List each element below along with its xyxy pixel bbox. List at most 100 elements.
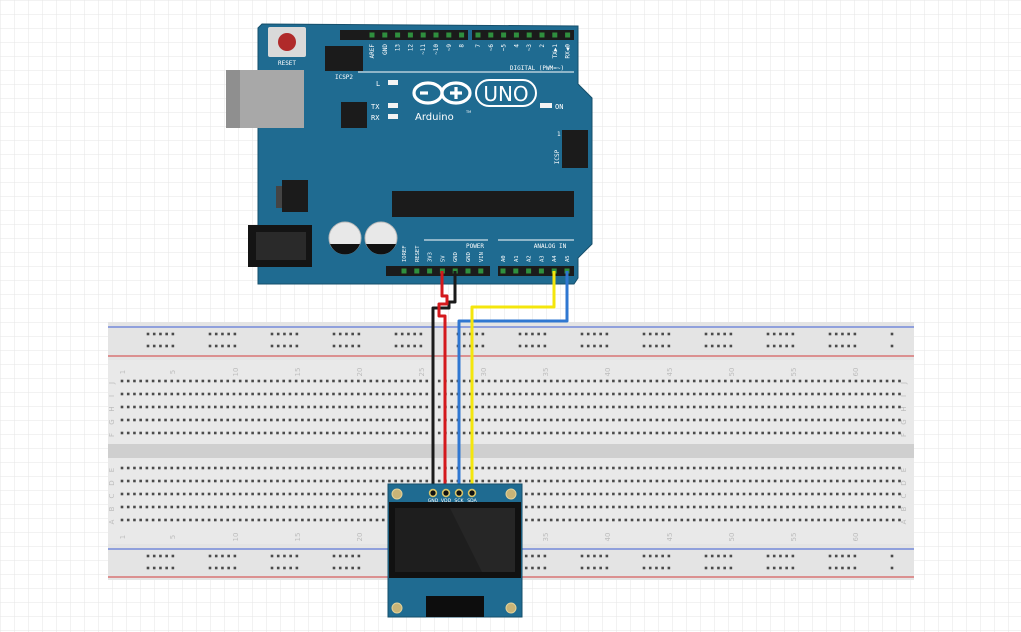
oled-pin-gnd[interactable] xyxy=(428,488,438,498)
breadboard-hole xyxy=(176,505,180,509)
breadboard-hole xyxy=(854,418,858,422)
reset-button[interactable] xyxy=(278,33,296,51)
rail-hole xyxy=(171,332,175,336)
analog-pin-hole[interactable] xyxy=(513,268,519,274)
breadboard-hole xyxy=(680,505,684,509)
rail-hole xyxy=(276,344,280,348)
breadboard-hole xyxy=(643,492,646,496)
breadboard-hole xyxy=(437,405,441,409)
breadboard-hole xyxy=(773,418,777,422)
oled-pin-sck[interactable] xyxy=(454,488,464,498)
breadboard-hole xyxy=(761,466,764,470)
breadboard-hole xyxy=(294,392,298,396)
breadboard-hole xyxy=(836,492,839,496)
breadboard-hole xyxy=(245,379,248,383)
breadboard-hole xyxy=(891,479,895,483)
digital-pin-hole[interactable] xyxy=(446,32,452,38)
breadboard-hole xyxy=(792,518,796,522)
breadboard-hole xyxy=(282,392,286,396)
breadboard-hole xyxy=(394,479,397,483)
digital-pin-label: 12 xyxy=(407,44,414,52)
led-rx xyxy=(388,114,398,119)
breadboard-hole xyxy=(630,492,634,496)
row-letter: B xyxy=(900,506,908,511)
breadboard-hole xyxy=(170,518,174,522)
digital-pin-hole[interactable] xyxy=(407,32,413,38)
rail-hole xyxy=(338,344,342,348)
breadboard-hole xyxy=(170,418,174,422)
breadboard-hole xyxy=(568,466,572,470)
digital-pin-hole[interactable] xyxy=(552,32,558,38)
gnd-wire[interactable] xyxy=(431,271,457,489)
breadboard-hole xyxy=(748,392,752,396)
rail-hole xyxy=(332,566,336,570)
breadboard-hole xyxy=(301,431,304,435)
power-pin-hole[interactable] xyxy=(414,268,420,274)
digital-pin-hole[interactable] xyxy=(475,32,481,38)
rail-hole xyxy=(890,344,894,348)
breadboard-hole xyxy=(462,479,466,483)
breadboard-hole xyxy=(406,431,410,435)
digital-pin-hole[interactable] xyxy=(382,32,388,38)
breadboard-hole xyxy=(748,431,752,435)
breadboard-hole xyxy=(761,505,764,509)
breadboard-hole xyxy=(369,492,373,496)
rail-hole xyxy=(159,344,162,348)
digital-pin-hole[interactable] xyxy=(539,32,545,38)
breadboard-hole xyxy=(562,379,565,383)
digital-pin-hole[interactable] xyxy=(565,32,571,38)
power-pin-hole[interactable] xyxy=(401,268,407,274)
power-pin-hole[interactable] xyxy=(465,268,471,274)
scl-wire[interactable] xyxy=(457,271,569,489)
breadboard-hole xyxy=(562,505,565,509)
digital-pin-hole[interactable] xyxy=(459,32,465,38)
breadboard-hole xyxy=(668,492,671,496)
breadboard-hole xyxy=(126,418,130,422)
breadboard-hole xyxy=(375,492,379,496)
breadboard-hole xyxy=(531,466,534,470)
breadboard-hole xyxy=(649,431,652,435)
breadboard-hole xyxy=(668,392,671,396)
breadboard-hole xyxy=(692,479,696,483)
breadboard-hole xyxy=(332,392,335,396)
breadboard-hole xyxy=(618,418,621,422)
digital-pin-hole[interactable] xyxy=(395,32,401,38)
breadboard-hole xyxy=(736,431,740,435)
breadboard-hole xyxy=(599,392,603,396)
breadboard-hole xyxy=(531,405,534,409)
rail-hole xyxy=(159,332,162,336)
breadboard-hole xyxy=(282,518,286,522)
rail-hole xyxy=(772,344,776,348)
digital-pin-hole[interactable] xyxy=(488,32,494,38)
digital-pin-hole[interactable] xyxy=(526,32,532,38)
rail-hole xyxy=(469,332,472,336)
sda-wire[interactable] xyxy=(470,271,556,489)
breadboard-hole xyxy=(325,466,329,470)
breadboard-hole xyxy=(344,418,348,422)
power-pin-hole[interactable] xyxy=(478,268,484,274)
analog-pin-hole[interactable] xyxy=(526,268,532,274)
digital-pin-hole[interactable] xyxy=(433,32,439,38)
breadboard-hole xyxy=(195,392,198,396)
digital-pin-hole[interactable] xyxy=(369,32,375,38)
digital-pin-hole[interactable] xyxy=(501,32,507,38)
breadboard-hole xyxy=(437,379,441,383)
breadboard-hole xyxy=(126,518,130,522)
power-pin-hole[interactable] xyxy=(427,268,433,274)
rail-hole xyxy=(295,332,299,336)
breadboard-hole xyxy=(394,379,397,383)
breadboard-hole xyxy=(879,518,883,522)
breadboard-hole xyxy=(898,379,901,383)
oled-pin-sda[interactable] xyxy=(467,488,477,498)
breadboard-hole xyxy=(618,492,621,496)
rail-hole xyxy=(524,332,528,336)
analog-pin-hole[interactable] xyxy=(538,268,544,274)
vcc-wire[interactable] xyxy=(437,271,449,489)
analog-pin-hole[interactable] xyxy=(500,268,506,274)
oled-pin-vdd[interactable] xyxy=(441,488,451,498)
rail-hole xyxy=(227,566,230,570)
digital-pin-hole[interactable] xyxy=(513,32,519,38)
rail-hole xyxy=(518,344,522,348)
digital-pin-hole[interactable] xyxy=(420,32,426,38)
breadboard-hole xyxy=(381,518,385,522)
